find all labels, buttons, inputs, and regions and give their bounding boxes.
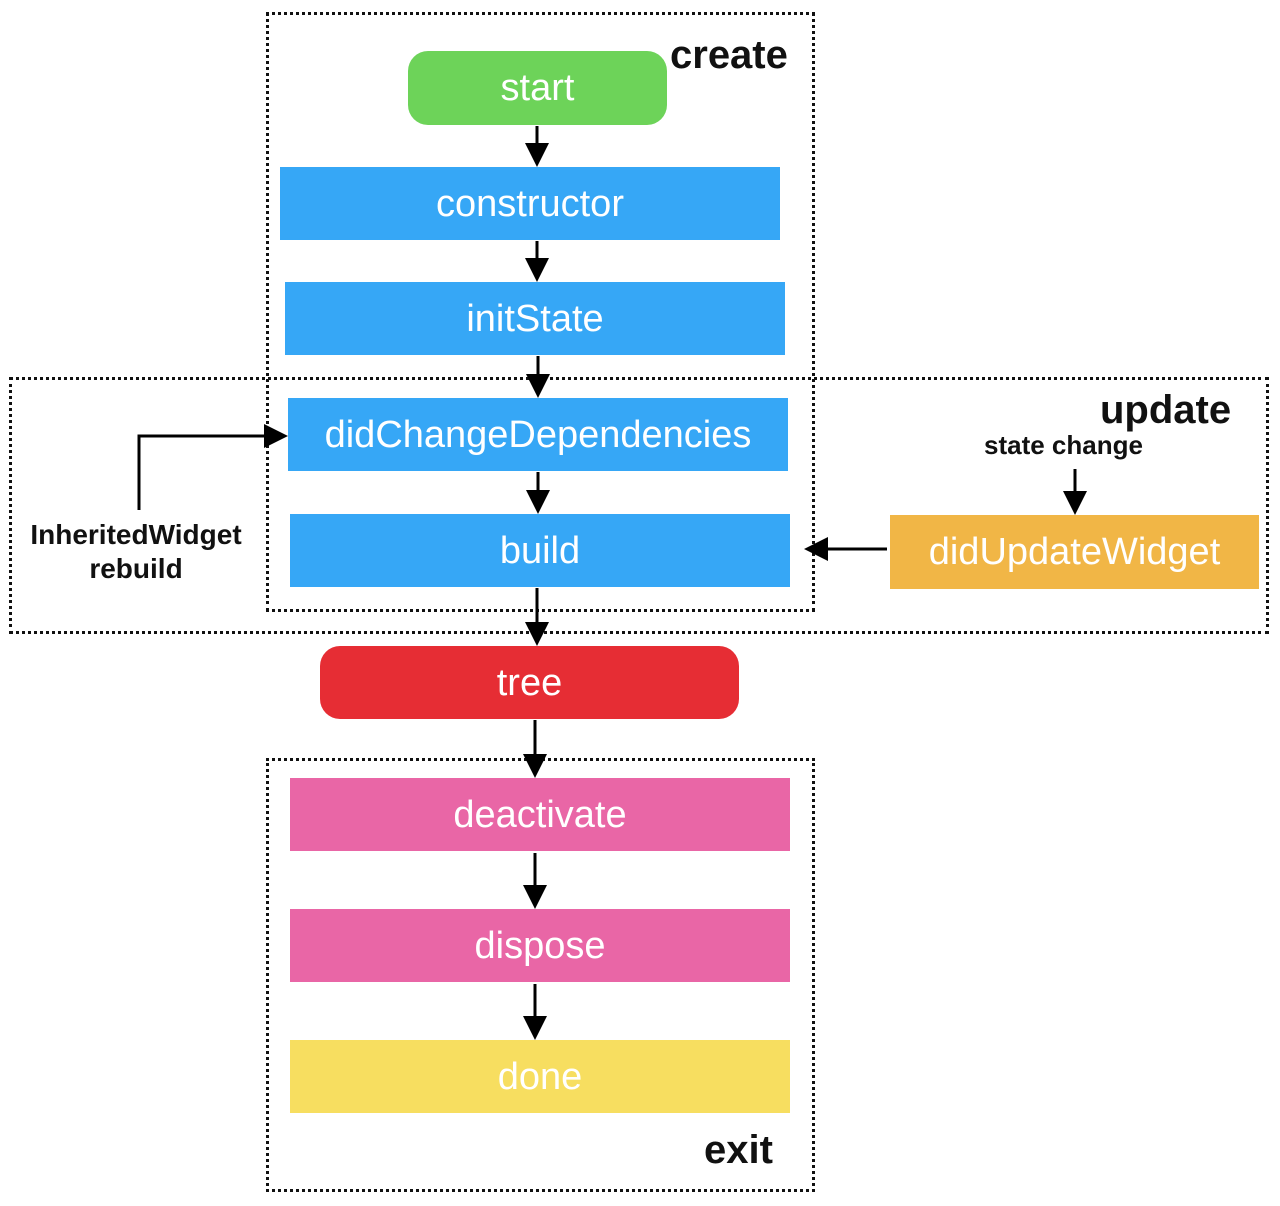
update-group-frame <box>9 377 1269 634</box>
didupdatewidget-node: didUpdateWidget <box>890 515 1259 589</box>
dispose-node-label: dispose <box>474 924 606 967</box>
inheritedwidget-rebuild-note: InheritedWidget rebuild <box>12 518 260 585</box>
inheritedwidget-note-line1: InheritedWidget <box>30 519 242 550</box>
create-group-frame <box>266 12 815 612</box>
start-node-label: start <box>500 67 575 109</box>
edge-inheritedwidget-to-didchangedependencies <box>137 424 288 510</box>
update-group-title: update <box>1100 388 1232 432</box>
didchangedependencies-node: didChangeDependencies <box>288 398 788 471</box>
constructor-node: constructor <box>280 167 780 240</box>
inheritedwidget-note-line2: rebuild <box>89 552 183 584</box>
start-node: start <box>408 51 667 125</box>
didchangedependencies-node-label: didChangeDependencies <box>324 413 752 456</box>
done-node-label: done <box>497 1055 583 1098</box>
constructor-node-label: constructor <box>436 182 624 225</box>
build-node: build <box>290 514 790 587</box>
deactivate-node: deactivate <box>290 778 790 851</box>
tree-node-label: tree <box>496 661 563 704</box>
done-node: done <box>290 1040 790 1113</box>
exit-group-title: exit <box>704 1128 773 1172</box>
state-change-label: state change <box>984 430 1143 460</box>
build-node-label: build <box>499 529 581 572</box>
tree-node: tree <box>320 646 739 719</box>
initstate-node-label: initState <box>466 297 604 340</box>
create-group-title: create <box>670 33 788 77</box>
initstate-node: initState <box>285 282 785 355</box>
didupdatewidget-node-label: didUpdateWidget <box>928 531 1221 573</box>
deactivate-node-label: deactivate <box>453 793 627 836</box>
dispose-node: dispose <box>290 909 790 982</box>
